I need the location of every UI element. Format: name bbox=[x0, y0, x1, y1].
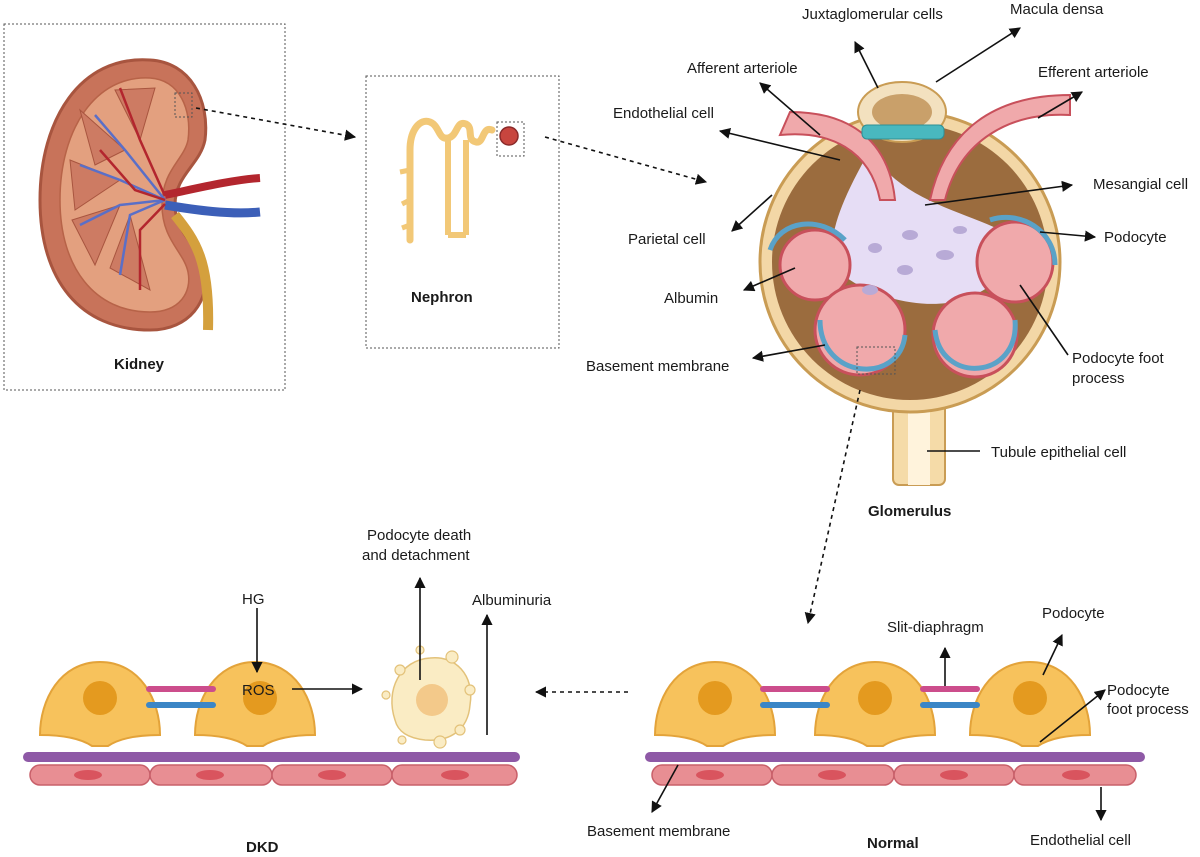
label-podocyte-foot-line1: Podocyte foot bbox=[1072, 350, 1165, 367]
label-albumin: Albumin bbox=[664, 290, 718, 307]
label-podocyte: Podocyte bbox=[1104, 229, 1167, 246]
label-slit-diaphragm: Slit-diaphragm bbox=[887, 619, 984, 636]
label-normal-foot-line2: foot process bbox=[1107, 701, 1189, 718]
label-albuminuria: Albuminuria bbox=[472, 592, 552, 609]
label-juxtaglomerular-cells: Juxtaglomerular cells bbox=[802, 6, 943, 23]
dkd-panel: HG ROS Podocyte death and detachment Alb… bbox=[23, 527, 552, 856]
label-hg: HG bbox=[242, 591, 265, 608]
kidney-illustration bbox=[38, 58, 261, 332]
label-podocyte-death-line2: and detachment bbox=[362, 547, 470, 564]
glomerulus-to-normal-arrow bbox=[804, 389, 861, 625]
nephron-frame bbox=[365, 75, 560, 349]
label-mesangial-cell: Mesangial cell bbox=[1093, 176, 1188, 193]
label-afferent-arteriole: Afferent arteriole bbox=[687, 60, 798, 77]
normal-basement-membrane bbox=[645, 752, 1145, 762]
kidney-title: Kidney bbox=[114, 356, 165, 373]
glomerulus-labels: Juxtaglomerular cells Macula densa Affer… bbox=[586, 1, 1188, 520]
label-normal-podocyte: Podocyte bbox=[1042, 605, 1105, 622]
foot-arrow bbox=[1039, 689, 1106, 743]
label-efferent-arteriole: Efferent arteriole bbox=[1038, 64, 1149, 81]
label-normal-endothelial-cell: Endothelial cell bbox=[1030, 832, 1131, 849]
glomerulus-label-arrows bbox=[718, 27, 1097, 452]
kidney-panel: Kidney bbox=[3, 23, 286, 391]
nephron-to-glomerulus-arrow bbox=[544, 136, 708, 185]
nephron-title: Nephron bbox=[411, 289, 473, 306]
label-ros: ROS bbox=[242, 682, 275, 699]
basement-arrow bbox=[651, 764, 679, 813]
dkd-basement-membrane bbox=[23, 752, 520, 762]
label-basement-membrane: Basement membrane bbox=[586, 358, 729, 375]
normal-title: Normal bbox=[867, 835, 919, 852]
label-podocyte-death-line1: Podocyte death bbox=[367, 527, 471, 544]
dying-podocyte bbox=[381, 645, 476, 749]
dkd-title: DKD bbox=[246, 839, 279, 856]
label-macula-densa: Macula densa bbox=[1010, 1, 1104, 18]
kidney-to-nephron-arrow bbox=[195, 107, 357, 141]
glomerulus-title: Glomerulus bbox=[868, 503, 951, 520]
label-podocyte-foot-line2: process bbox=[1072, 370, 1125, 387]
label-normal-basement-membrane: Basement membrane bbox=[587, 823, 730, 840]
label-parietal-cell: Parietal cell bbox=[628, 231, 706, 248]
label-tubule-epithelial-cell: Tubule epithelial cell bbox=[991, 444, 1126, 461]
label-normal-foot-line1: Podocyte bbox=[1107, 682, 1170, 699]
glomerulus-illustration bbox=[758, 81, 1071, 486]
normal-panel: Slit-diaphragm Podocyte Podocyte foot pr… bbox=[587, 605, 1189, 852]
podocyte-arrow bbox=[1042, 633, 1063, 676]
nephron-illustration bbox=[399, 117, 525, 244]
nephron-panel: Nephron bbox=[365, 75, 560, 349]
label-endothelial-cell: Endothelial cell bbox=[613, 105, 714, 122]
kidney-frame bbox=[3, 23, 286, 391]
